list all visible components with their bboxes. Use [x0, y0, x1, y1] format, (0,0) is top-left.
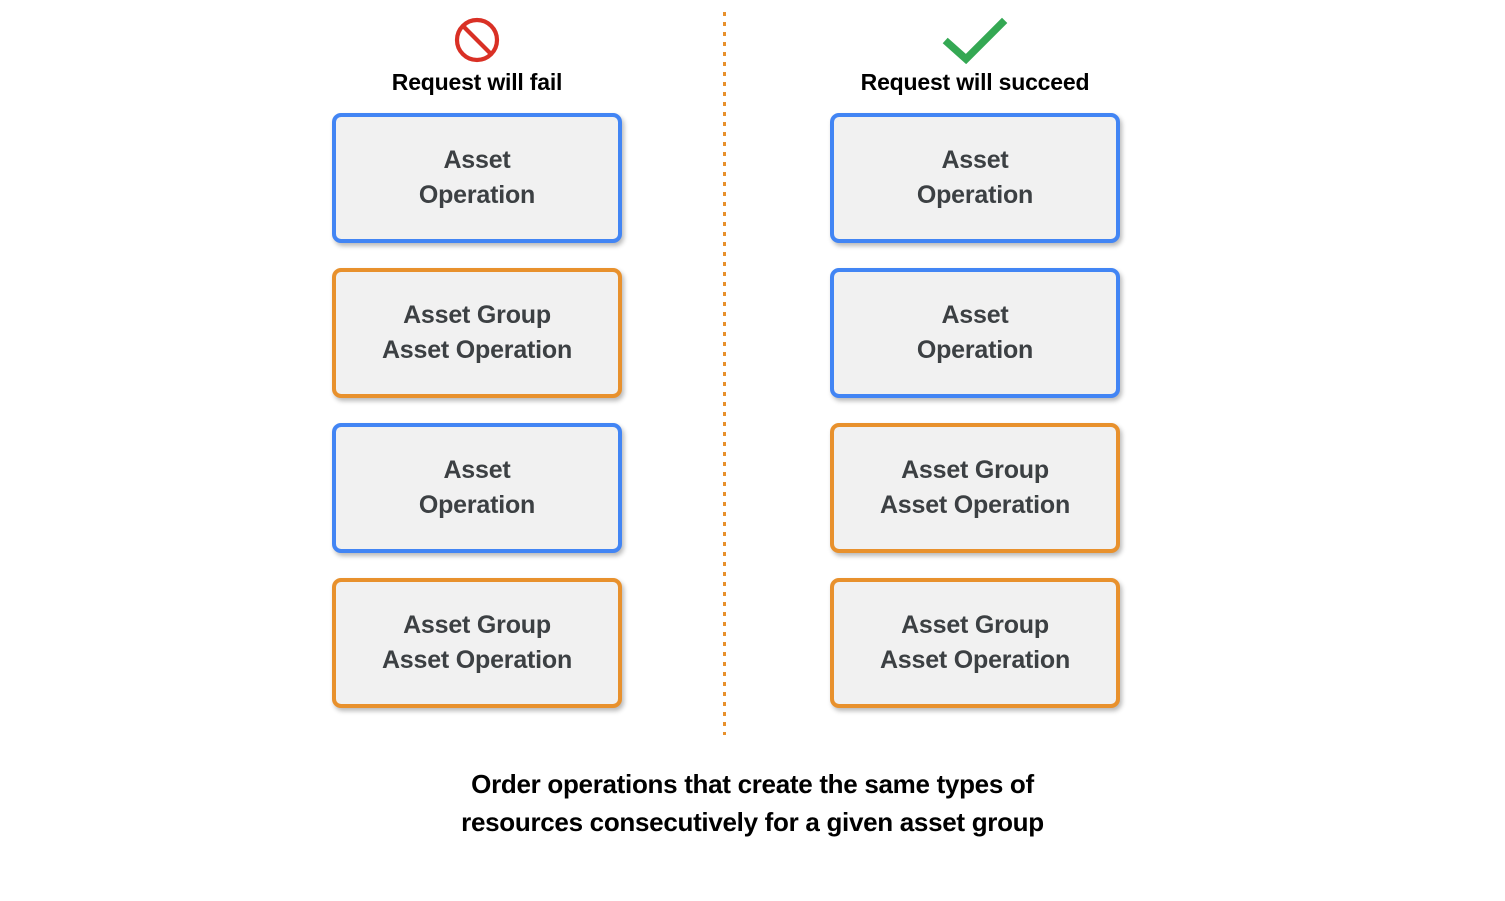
operation-box[interactable]: Asset Group Asset Operation [332, 268, 622, 398]
vertical-dotted-divider [723, 12, 726, 735]
operation-box[interactable]: Asset Operation [332, 113, 622, 243]
operation-box[interactable]: Asset Group Asset Operation [830, 578, 1120, 708]
succeed-column-header: Request will succeed [805, 12, 1145, 95]
operation-box[interactable]: Asset Operation [332, 423, 622, 553]
fail-operation-list: Asset Operation Asset Group Asset Operat… [332, 113, 622, 708]
caption-line-2: resources consecutively for a given asse… [461, 806, 1044, 837]
prohibition-icon [307, 12, 647, 68]
operation-box-label: Asset Group Asset Operation [381, 300, 573, 365]
diagram-caption: Order operations that create the same ty… [0, 766, 1505, 841]
operation-box-label: Asset Operation [418, 455, 536, 520]
check-icon [805, 12, 1145, 68]
operation-box-label: Asset Operation [418, 145, 536, 210]
operation-box-label: Asset Group Asset Operation [879, 610, 1071, 675]
fail-column-title: Request will fail [391, 69, 563, 95]
operation-box-label: Asset Operation [916, 300, 1034, 365]
operation-box[interactable]: Asset Operation [830, 268, 1120, 398]
operation-box[interactable]: Asset Group Asset Operation [830, 423, 1120, 553]
operation-box-label: Asset Group Asset Operation [879, 455, 1071, 520]
caption-line-1: Order operations that create the same ty… [471, 769, 1034, 799]
succeed-operation-list: Asset Operation Asset Operation Asset Gr… [830, 113, 1120, 708]
operation-box[interactable]: Asset Operation [830, 113, 1120, 243]
operation-box-label: Asset Group Asset Operation [381, 610, 573, 675]
operation-box[interactable]: Asset Group Asset Operation [332, 578, 622, 708]
succeed-column-title: Request will succeed [860, 69, 1090, 95]
fail-column-header: Request will fail [307, 12, 647, 95]
operation-box-label: Asset Operation [916, 145, 1034, 210]
